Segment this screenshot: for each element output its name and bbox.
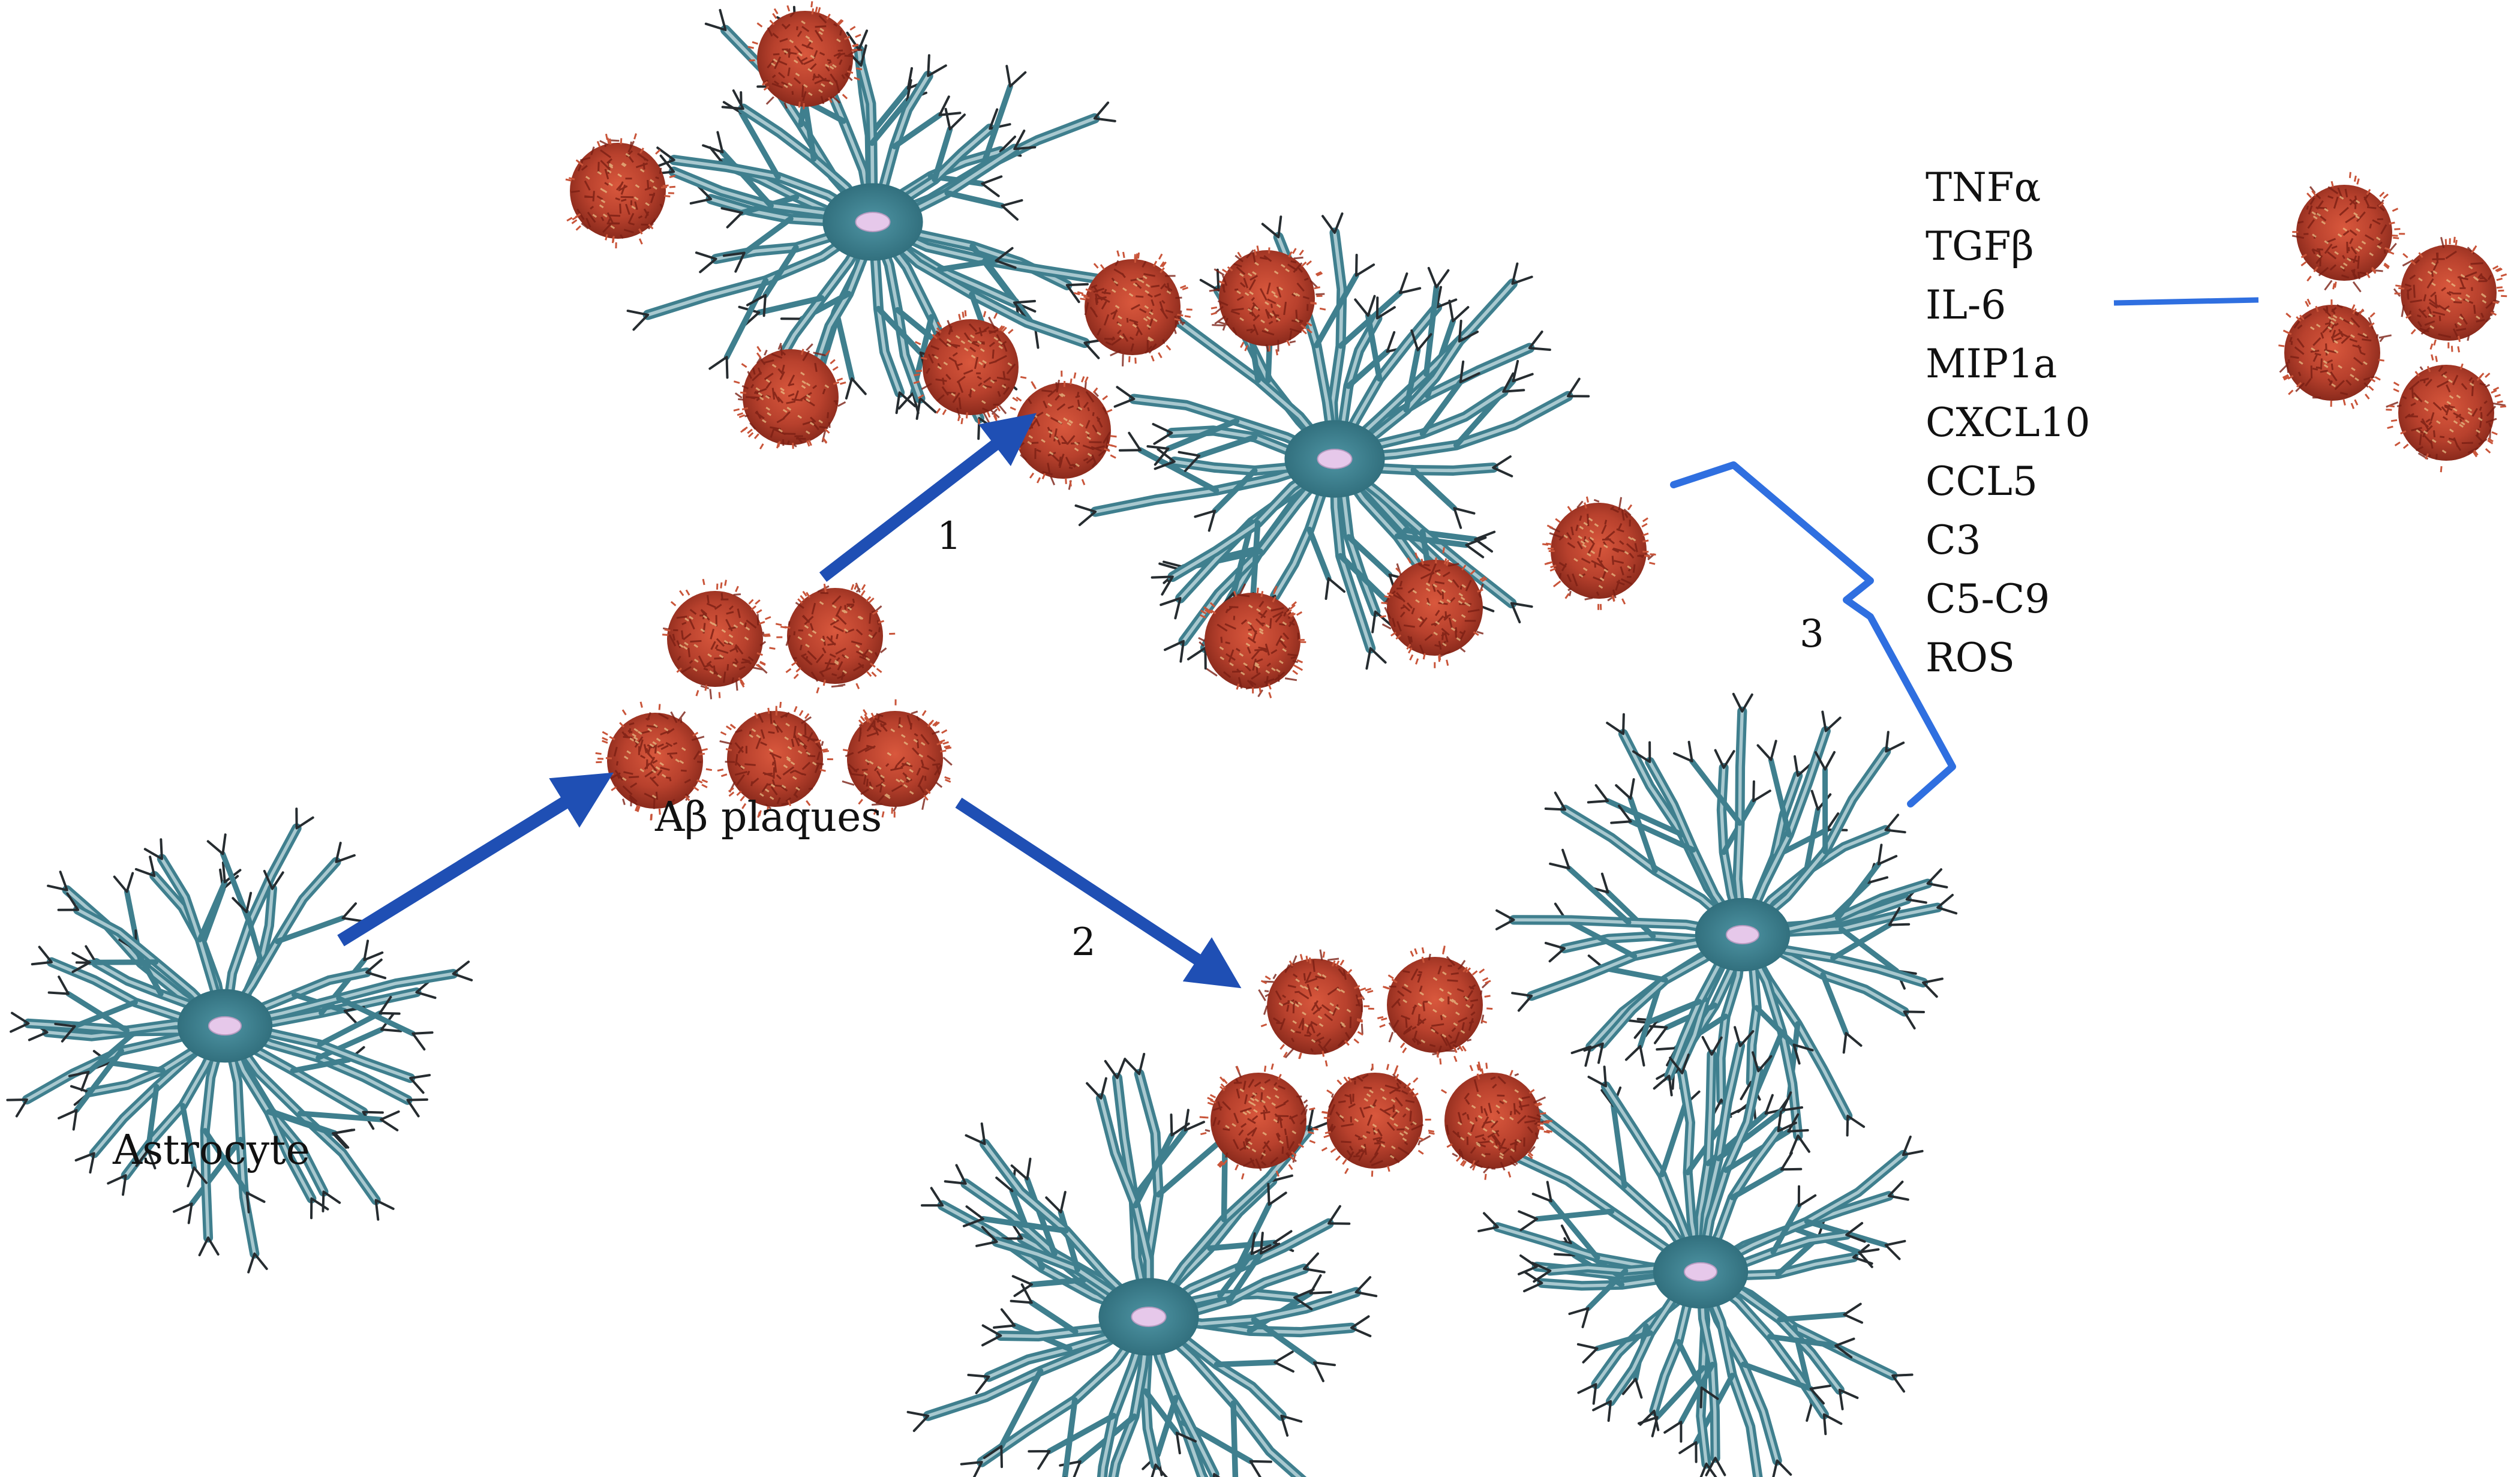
amyloid-plaque-icon: [733, 343, 846, 450]
arrow-astrocyte-to-plaques: [337, 772, 614, 947]
amyloid-plaque-icon: [1441, 1061, 1552, 1180]
mediator-item: TNFα: [1926, 164, 2041, 211]
mediator-item: MIP1a: [1926, 341, 2057, 387]
amyloid-plaque-icon: [662, 578, 776, 700]
astrocyte-icon: [1495, 692, 1958, 1155]
amyloid-plaque-icon: [1199, 1063, 1318, 1180]
amyloid-plaque-icon: [775, 583, 896, 694]
amyloid-plaque-icon: [1321, 1064, 1435, 1177]
mediator-item: CXCL10: [1926, 400, 2091, 446]
mediator-item: C5-C9: [1926, 576, 2050, 622]
astrocyte-icon: [1477, 1026, 1924, 1477]
astrocyte-icon: [906, 1053, 1378, 1477]
amyloid-plaque-icon: [2386, 354, 2507, 473]
amyloid-plaque-icon: [1073, 250, 1193, 367]
mediator-list: TNFα TGFβ IL-6 MIP1a CXCL10 CCL5 C3 C5-C…: [1926, 164, 2091, 681]
astrocytes-layer: [6, 5, 1958, 1477]
mediator-item: IL-6: [1926, 282, 2006, 328]
amyloid-plaque-icon: [1209, 245, 1326, 356]
amyloid-plaque-icon: [565, 133, 676, 249]
amyloid-plaque-icon: [2393, 236, 2507, 353]
mediator-item: TGFβ: [1926, 223, 2034, 269]
plaques-label: Aβ plaques: [654, 794, 882, 841]
mediator-item: ROS: [1926, 635, 2015, 681]
amyloid-plaque-icon: [2291, 172, 2405, 293]
amyloid-plaque-icon: [1258, 949, 1374, 1067]
amyloid-plaque-icon: [1542, 496, 1656, 610]
amyloid-plaque-icon: [1377, 945, 1493, 1065]
plaques-layer: [565, 1, 2507, 1180]
path-2-label: 2: [1071, 920, 1096, 965]
curly-bracket-icon: [1670, 461, 1956, 807]
amyloid-plaque-icon: [1198, 583, 1306, 698]
amyloid-plaque-icon: [842, 699, 953, 818]
path-1-label: 1: [937, 514, 962, 559]
amyloid-plaque-icon: [913, 310, 1027, 425]
amyloid-plaque-icon: [2278, 298, 2392, 409]
astrocyte-icon: [626, 5, 1124, 440]
mediator-item: C3: [1926, 517, 1981, 563]
arrow-path-1: [819, 413, 1037, 582]
amyloid-plaque-icon: [717, 701, 833, 818]
amyloid-plaque-icon: [747, 1, 863, 110]
arrow-path-2: [955, 797, 1242, 989]
amyloid-plaque-icon: [595, 701, 713, 821]
astrocyte-label: Astrocyte: [112, 1127, 310, 1174]
arrows: [337, 297, 2259, 989]
path-3-label: 3: [1800, 612, 1824, 656]
arrow-mediators-to-plaques: [2113, 297, 2259, 306]
mediator-item: CCL5: [1926, 458, 2038, 505]
amyloid-plaque-icon: [1380, 547, 1488, 668]
astrocyte-icon: [6, 807, 473, 1274]
